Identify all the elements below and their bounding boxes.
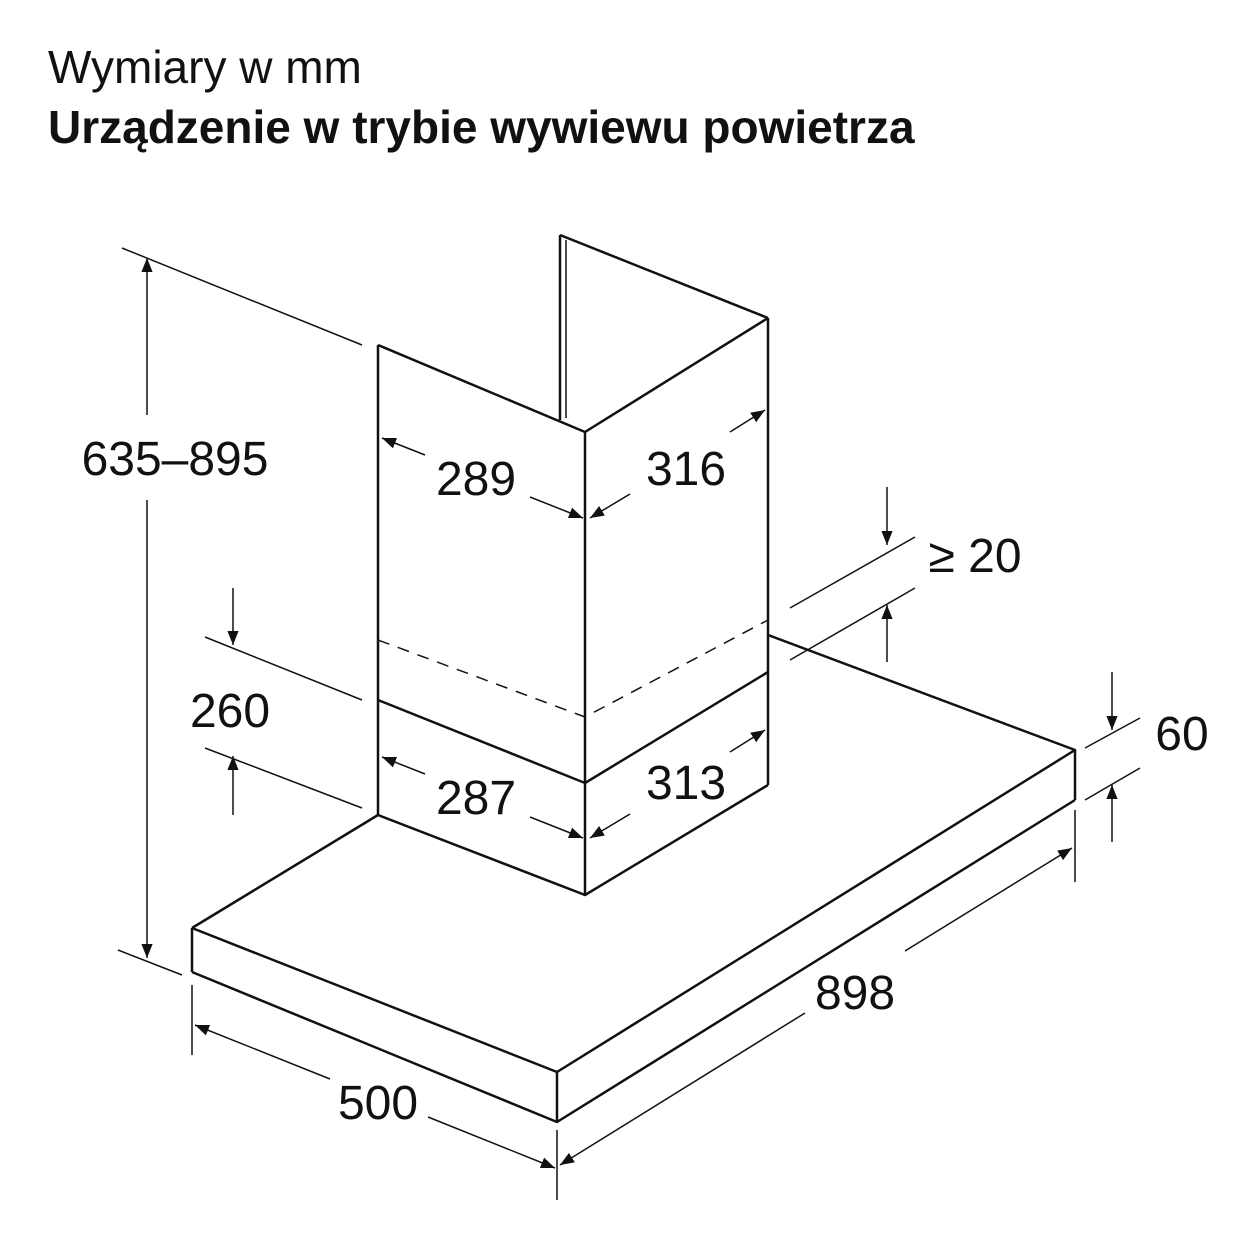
units-caption: Wymiary w mm	[48, 41, 362, 93]
min-gap-label: ≥ 20	[928, 530, 1021, 583]
dimension-lines	[117, 247, 1141, 1200]
hood-body	[190, 633, 1077, 1124]
hood-depth-label: 500	[338, 1077, 418, 1130]
chimney-overlap-label: 260	[190, 685, 270, 738]
upper-chimney-width-label: 316	[646, 443, 726, 496]
mode-heading: Urządzenie w trybie wywiewu powietrza	[48, 101, 915, 153]
hood-height-label: 60	[1155, 708, 1208, 761]
total-height-label: 635–895	[82, 433, 269, 486]
hood-width-label: 898	[815, 967, 895, 1020]
upper-chimney	[376, 233, 770, 895]
lower-chimney-depth-label: 287	[436, 772, 516, 825]
upper-chimney-depth-label: 289	[436, 453, 516, 506]
lower-chimney-width-label: 313	[646, 757, 726, 810]
lower-chimney	[376, 670, 769, 897]
